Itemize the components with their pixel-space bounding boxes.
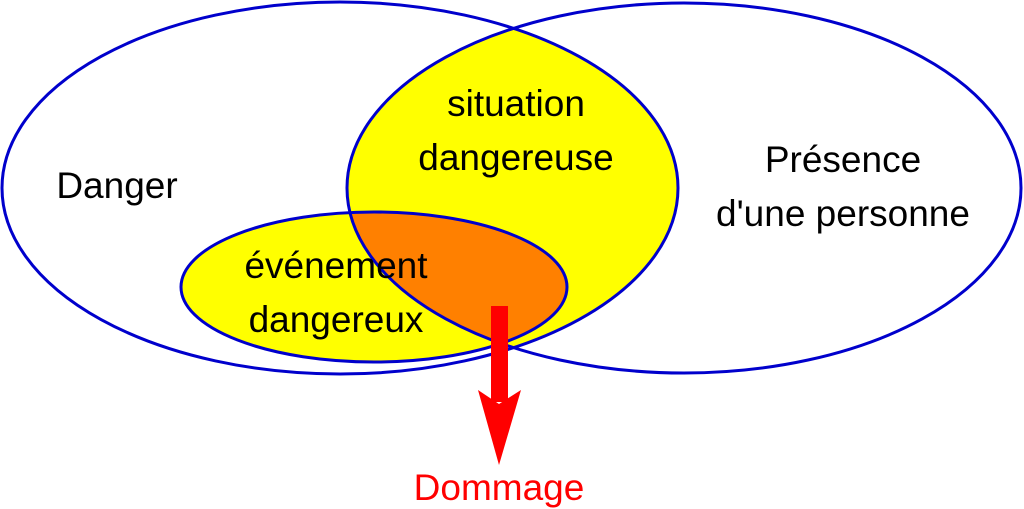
presence-label-line1: Présence (765, 139, 921, 180)
event-label-line2: dangereux (249, 299, 424, 340)
damage-arrow (478, 306, 521, 465)
danger-label: Danger (56, 165, 177, 206)
presence-ellipse (345, 1, 1023, 375)
situation-label-line1: situation (447, 83, 585, 124)
event-label-line1: événement (244, 245, 428, 286)
event-ellipse (179, 210, 569, 364)
damage-label: Dommage (414, 467, 585, 508)
situation-label-line2: dangereuse (418, 137, 613, 178)
presence-label-line2: d'une personne (716, 193, 970, 234)
danger-ellipse (0, 0, 680, 376)
